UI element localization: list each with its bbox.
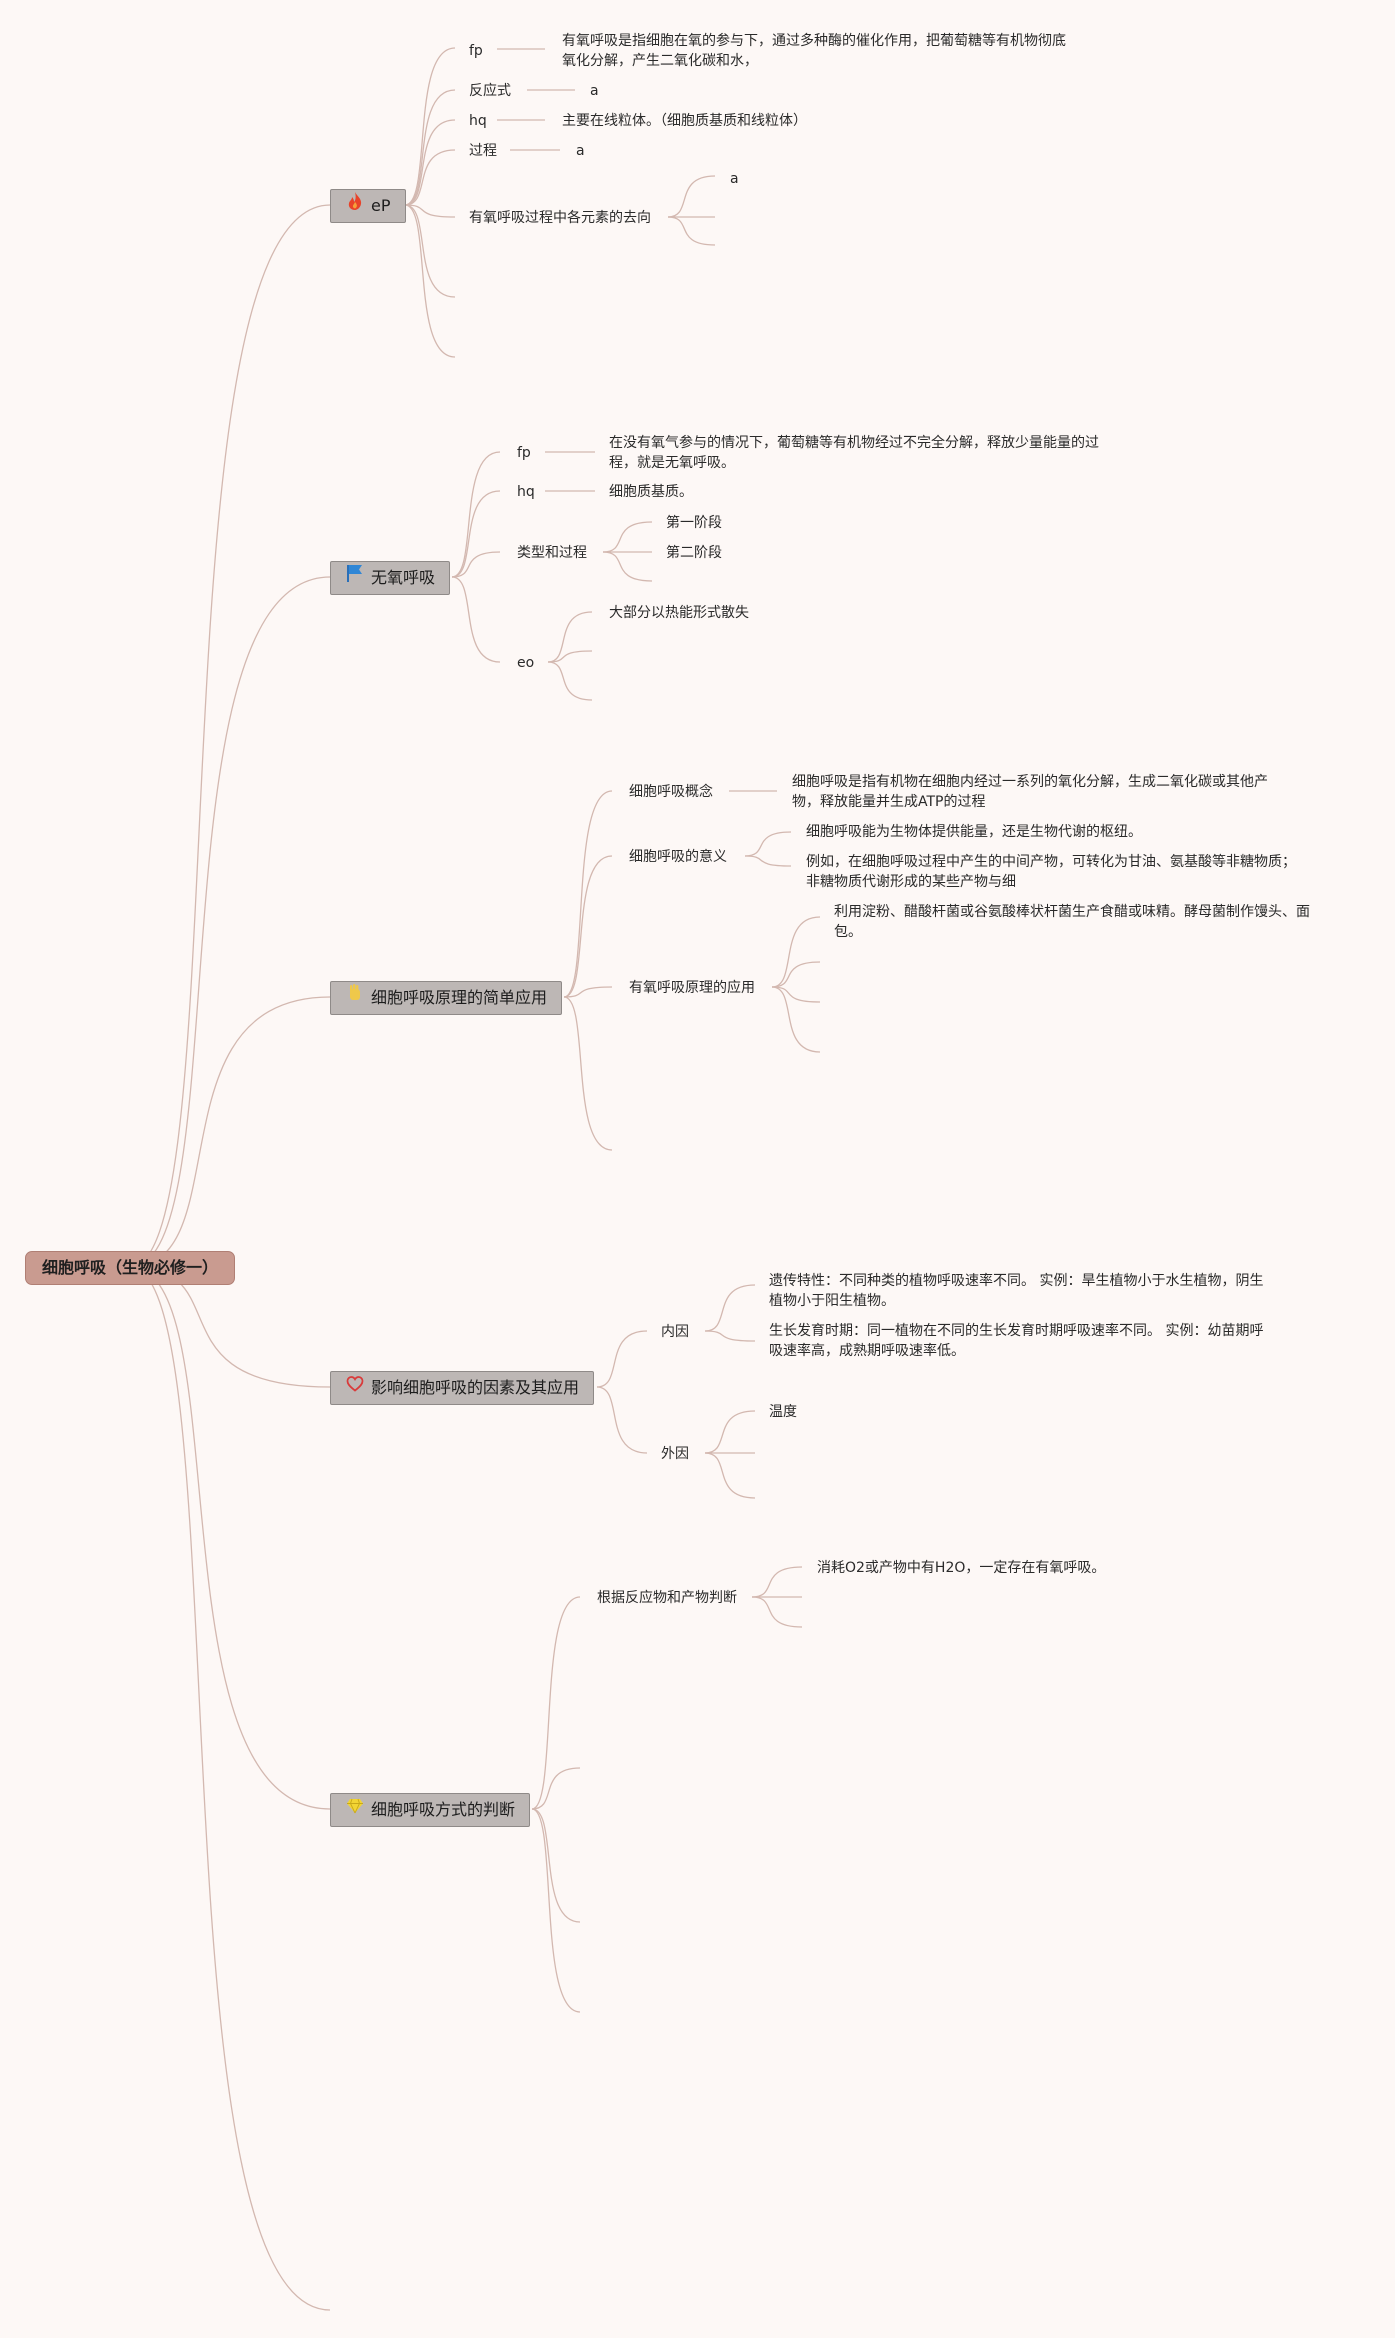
leaf-meaning-energy[interactable]: 细胞呼吸能为生物体提供能量，还是生物代谢的枢纽。	[806, 824, 1142, 840]
topic-label: 影响细胞呼吸的因素及其应用	[371, 1378, 580, 1397]
subtopic-reactants[interactable]: 根据反应物和产物判断	[597, 1590, 737, 1606]
topic-label: 无氧呼吸	[371, 568, 436, 587]
subtopic-hq[interactable]: hq	[517, 484, 535, 500]
topic-label: 细胞呼吸原理的简单应用	[371, 988, 548, 1007]
connector-line	[771, 916, 821, 988]
leaf-genetic[interactable]: 遗传特性：不同种类的植物呼吸速率不同。 实例：旱生植物小于水生植物，阴生植物小于…	[769, 1273, 1264, 1309]
leaf-equation[interactable]: a	[590, 83, 599, 99]
connector-line	[547, 650, 593, 663]
connector-line	[531, 1596, 581, 1810]
connector-line	[531, 1808, 581, 2013]
root-connector	[129, 1266, 331, 2311]
topic-aerobic[interactable]: eP	[330, 189, 406, 223]
connector-line	[404, 204, 456, 218]
flag-icon	[345, 562, 365, 594]
connector-line	[602, 521, 653, 553]
connector-line	[404, 47, 456, 206]
connector-line	[771, 961, 821, 988]
leaf-temperature[interactable]: 温度	[769, 1404, 797, 1420]
leaf-meaning-example[interactable]: 例如，在细胞呼吸过程中产生的中间产物，可转化为甘油、氨基酸等非糖物质；非糖物质代…	[806, 854, 1296, 890]
connector-line	[667, 175, 716, 218]
connector-line	[563, 986, 613, 998]
subtopic-fp[interactable]: fp	[469, 43, 483, 59]
connector-line	[404, 89, 456, 206]
connector-line	[596, 1330, 648, 1388]
subtopic-aerobic-use[interactable]: 有氧呼吸原理的应用	[629, 980, 755, 996]
topic-factors[interactable]: 影响细胞呼吸的因素及其应用	[330, 1371, 595, 1405]
root-connector	[129, 576, 331, 1268]
connector-line	[563, 855, 613, 998]
topic-label: eP	[371, 196, 391, 215]
leaf-process[interactable]: a	[576, 143, 585, 159]
subtopic-external[interactable]: 外因	[661, 1446, 689, 1462]
heart-icon	[345, 1372, 365, 1404]
topic-application[interactable]: 细胞呼吸原理的简单应用	[330, 981, 563, 1015]
connector-line	[751, 1596, 803, 1628]
connector-line	[744, 855, 792, 867]
connector-line	[596, 1386, 648, 1454]
leaf-definition[interactable]: 在没有氧气参与的情况下，葡萄糖等有机物经过不完全分解，释放少量能量的过程，就是无…	[609, 435, 1099, 471]
fire-icon	[345, 190, 365, 222]
leaf-location[interactable]: 主要在线粒体。（细胞质基质和线粒体）	[562, 113, 807, 129]
subtopic-types[interactable]: 类型和过程	[517, 545, 587, 561]
root-connector	[129, 996, 331, 1268]
leaf-stage-two[interactable]: 第二阶段	[666, 545, 722, 561]
connector-line	[563, 790, 613, 998]
subtopic-meaning[interactable]: 细胞呼吸的意义	[629, 849, 727, 865]
leaf-element-flow[interactable]: a	[730, 171, 739, 187]
leaf-oxygen[interactable]: 消耗O2或产物中有H2O，一定存在有氧呼吸。	[817, 1560, 1106, 1576]
connector-line	[771, 986, 821, 1053]
connector-line	[404, 204, 456, 358]
leaf-concept[interactable]: 细胞呼吸是指有机物在细胞内经过一系列的氧化分解，生成二氧化碳或其他产物，释放能量…	[792, 774, 1268, 810]
topic-judgement[interactable]: 细胞呼吸方式的判断	[330, 1793, 531, 1827]
connector-line	[563, 996, 613, 1151]
leaf-location[interactable]: 细胞质基质。	[609, 484, 693, 500]
gem-icon	[345, 1794, 365, 1826]
subtopic-process[interactable]: 过程	[469, 143, 497, 159]
connector-line	[451, 451, 501, 578]
connector-line	[547, 611, 593, 663]
connector-line	[751, 1566, 803, 1598]
connector-line	[547, 661, 593, 701]
connector-line	[451, 490, 501, 578]
subtopic-hq[interactable]: hq	[469, 113, 487, 129]
connector-line	[667, 216, 716, 246]
connector-line	[704, 1410, 756, 1454]
connector-line	[404, 149, 456, 206]
leaf-definition[interactable]: 有氧呼吸是指细胞在氧的参与下，通过多种酶的催化作用，把葡萄糖等有机物彻底氧化分解…	[562, 33, 1066, 69]
subtopic-element-flow[interactable]: 有氧呼吸过程中各元素的去向	[469, 210, 651, 226]
leaf-heat[interactable]: 大部分以热能形式散失	[609, 605, 749, 621]
leaf-stage-one[interactable]: 第一阶段	[666, 515, 722, 531]
connector-line	[704, 1330, 756, 1342]
connector-line	[451, 576, 501, 663]
subtopic-concept[interactable]: 细胞呼吸概念	[629, 784, 713, 800]
root-topic[interactable]: 细胞呼吸（生物必修一）	[25, 1251, 236, 1285]
connector-line	[404, 204, 456, 298]
connector-line	[404, 119, 456, 206]
connector-line	[704, 1452, 756, 1499]
connector-line	[531, 1767, 581, 1810]
leaf-vinegar[interactable]: 利用淀粉、醋酸杆菌或谷氨酸棒状杆菌生产食醋或味精。酵母菌制作馒头、面包。	[834, 904, 1310, 940]
subtopic-eo[interactable]: eo	[517, 655, 535, 671]
connector-line	[704, 1284, 756, 1332]
connector-line	[744, 831, 792, 857]
connector-line	[771, 986, 821, 1003]
root-connector	[129, 204, 331, 1268]
subtopic-fp[interactable]: fp	[517, 445, 531, 461]
connector-line	[531, 1808, 581, 1923]
connector-line	[602, 551, 653, 582]
root-connector	[129, 1266, 331, 1810]
subtopic-equation[interactable]: 反应式	[469, 83, 511, 99]
subtopic-internal[interactable]: 内因	[661, 1324, 689, 1340]
leaf-growth-stage[interactable]: 生长发育时期：同一植物在不同的生长发育时期呼吸速率不同。 实例：幼苗期呼吸速率高…	[769, 1323, 1264, 1359]
topic-anaerobic[interactable]: 无氧呼吸	[330, 561, 451, 595]
hand-icon	[345, 982, 365, 1014]
topic-label: 细胞呼吸方式的判断	[371, 1800, 516, 1819]
connector-line	[451, 551, 501, 578]
